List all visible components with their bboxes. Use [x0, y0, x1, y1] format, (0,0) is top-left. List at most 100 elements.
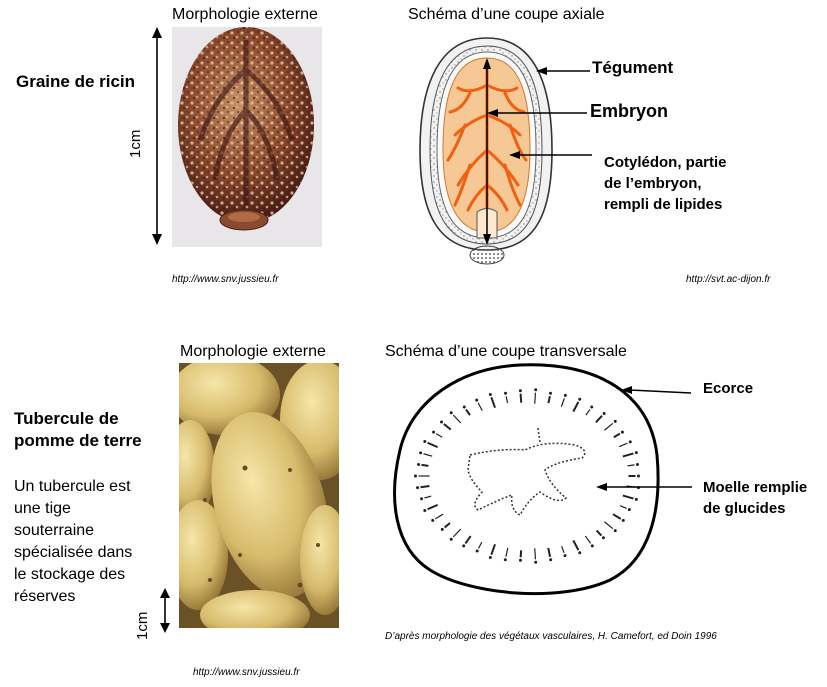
vascular-dot — [420, 497, 424, 501]
vascular-dot — [518, 389, 522, 393]
vascular-dot — [503, 558, 507, 562]
potato-title: Tubercule de pomme de terre — [14, 408, 142, 452]
vascular-bundle — [613, 432, 621, 439]
vascular-dot — [414, 474, 418, 478]
description-line: souterraine — [14, 522, 95, 539]
vascular-bundle — [443, 423, 452, 431]
vascular-dot — [548, 391, 552, 395]
vascular-bundle — [619, 442, 628, 448]
vascular-bundle — [560, 398, 565, 407]
vascular-bundle — [464, 535, 472, 544]
vascular-bundle — [519, 393, 523, 403]
vascular-dot — [449, 411, 453, 415]
vascular-bundle — [452, 414, 462, 424]
moelle-line-1: Moelle remplie — [703, 479, 808, 496]
vascular-bundle — [478, 541, 483, 549]
vascular-dot — [488, 392, 492, 396]
vascular-dot — [601, 536, 605, 540]
ricin-schema-credit: http://svt.ac-dijon.fr — [686, 274, 771, 285]
ricin-photo-credit: http://www.snv.jussieu.fr — [172, 274, 279, 285]
vascular-dot — [423, 508, 427, 512]
vascular-dot — [488, 556, 492, 560]
vascular-bundle — [561, 545, 565, 553]
vascular-dot — [534, 560, 538, 564]
description-line: Un tubercule est — [14, 478, 131, 495]
vascular-dot — [419, 451, 423, 455]
vascular-bundle — [622, 494, 634, 500]
vascular-bundle — [505, 396, 509, 404]
cotyledon-line-3: rempli de lipides — [604, 196, 723, 213]
vascular-dot — [578, 551, 582, 555]
vascular-dot — [578, 397, 582, 401]
potato-schema-credit: D’après morphologie des végétaux vascula… — [385, 631, 717, 642]
vascular-dot — [590, 405, 594, 409]
vascular-dot — [423, 440, 427, 444]
vascular-bundle — [547, 396, 551, 404]
cotyledon-line-1: Cotylédon, partie — [604, 154, 727, 171]
vascular-dot — [440, 420, 444, 424]
potato-description: Un tubercule est une tige souterraine sp… — [14, 476, 132, 608]
vascular-bundle — [490, 543, 496, 556]
vascular-bundle — [572, 539, 580, 551]
vascular-dot — [475, 398, 479, 402]
vascular-dot — [462, 405, 466, 409]
vascular-dot — [627, 508, 631, 512]
vascular-bundle — [547, 547, 552, 557]
vascular-dot — [563, 393, 567, 397]
vascular-bundle — [420, 485, 430, 489]
vascular-bundle — [443, 522, 451, 529]
vascular-bundle — [490, 396, 496, 409]
vascular-bundle — [604, 521, 614, 530]
vascular-dot — [613, 529, 617, 533]
vascular-dot — [534, 388, 538, 392]
vascular-dot — [628, 440, 632, 444]
vascular-bundle — [424, 495, 432, 499]
label-embryon: Embryon — [590, 101, 669, 121]
vascular-bundle — [627, 464, 635, 467]
vascular-dot — [549, 558, 553, 562]
vascular-dot — [449, 537, 453, 541]
vascular-bundle — [619, 505, 627, 510]
description-line: spécialisée dans — [14, 544, 133, 561]
vascular-bundle — [622, 452, 634, 458]
vascular-dot — [602, 412, 606, 416]
potato-title-line-1: Tubercule de — [14, 409, 119, 428]
vascular-dot — [417, 462, 421, 466]
vascular-bundle — [427, 441, 439, 449]
vascular-dot — [635, 462, 639, 466]
ricin-morph-heading: Morphologie externe — [172, 6, 318, 23]
potato-morph-heading: Morphologie externe — [180, 343, 326, 360]
vascular-bundle — [477, 402, 483, 412]
vascular-bundle — [534, 392, 537, 404]
vascular-bundle — [612, 513, 622, 520]
label-tegument: Tégument — [592, 58, 674, 77]
vascular-dot — [462, 544, 466, 548]
ricin-title: Graine de ricin — [16, 72, 136, 91]
vascular-dot — [563, 554, 567, 558]
description-line: une tige — [14, 500, 71, 517]
vascular-bundle — [585, 409, 591, 416]
description-line: le stockage des — [14, 566, 126, 583]
vascular-dot — [416, 486, 420, 490]
vascular-dot — [590, 544, 594, 548]
vascular-dot — [475, 549, 479, 553]
vascular-bundle — [572, 401, 580, 413]
vascular-bundle — [465, 408, 471, 416]
potato-schema-heading: Schéma d’une coupe transversale — [385, 343, 627, 360]
potato-title-line-2: pomme de terre — [14, 431, 142, 450]
cotyledon-line-2: de l’embryon, — [604, 175, 702, 192]
description-line: réserves — [14, 588, 76, 605]
vascular-dot — [613, 419, 617, 423]
vascular-bundle — [452, 528, 462, 538]
vascular-dot — [621, 518, 625, 522]
potato-photo-credit: http://www.snv.jussieu.fr — [193, 667, 300, 678]
label-ecorce: Ecorce — [703, 380, 754, 397]
vascular-dot — [634, 451, 638, 455]
vascular-dot — [636, 474, 640, 478]
vascular-bundle — [595, 415, 603, 423]
vascular-bundle — [435, 433, 443, 438]
